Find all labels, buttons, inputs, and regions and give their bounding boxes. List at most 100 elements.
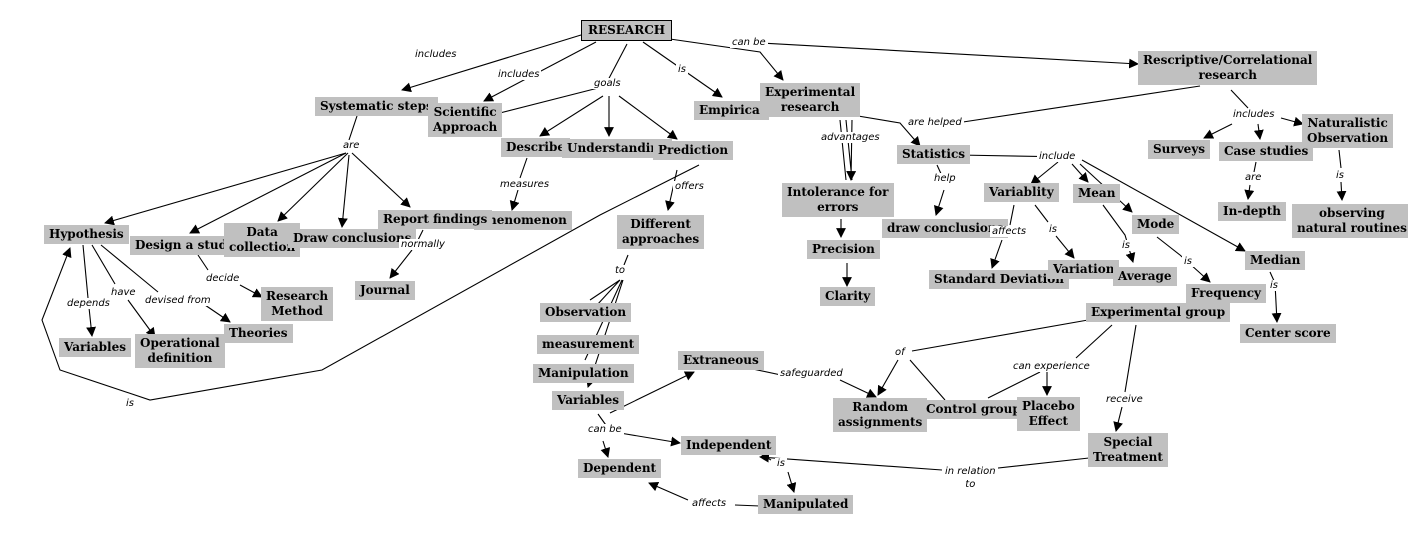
link-label-have: have xyxy=(109,287,138,298)
node-in-depth[interactable]: In-depth xyxy=(1218,202,1287,221)
node-placebo-effect[interactable]: Placebo Effect xyxy=(1017,397,1080,431)
edge-manipulated-dependent xyxy=(649,483,761,507)
link-label-are-cs: are xyxy=(1243,172,1264,183)
edge-variablity-std xyxy=(992,204,1015,268)
node-surveys[interactable]: Surveys xyxy=(1148,140,1211,159)
edge-are-report xyxy=(351,152,411,208)
link-label-depends: depends xyxy=(65,298,112,309)
node-understanding[interactable]: Understanding xyxy=(562,139,673,158)
link-label-are-helped: are helped xyxy=(906,117,964,128)
node-observation[interactable]: Observation xyxy=(540,303,632,322)
link-label-safeguarded: safeguarded xyxy=(778,368,845,379)
edge-research-goals xyxy=(605,43,628,85)
node-manipulation[interactable]: Manipulation xyxy=(533,364,634,383)
node-journal[interactable]: Journal xyxy=(355,281,415,300)
link-label-is-mode: is xyxy=(1182,256,1194,267)
edge-are-draw xyxy=(337,154,350,228)
link-label-is-median: is xyxy=(1268,280,1280,291)
node-case-studies[interactable]: Case studies xyxy=(1219,142,1314,161)
node-median[interactable]: Median xyxy=(1245,251,1306,270)
node-naturalistic[interactable]: Naturalistic Observation xyxy=(1302,114,1394,148)
link-label-decide: decide xyxy=(204,273,242,284)
link-label-is-nat: is xyxy=(1334,170,1346,181)
node-special-treatment[interactable]: Special Treatment xyxy=(1088,433,1168,467)
node-frequency[interactable]: Frequency xyxy=(1186,284,1267,303)
edge-research-descriptive xyxy=(759,42,1139,69)
edge-goals-scientific xyxy=(487,85,607,117)
node-intolerance[interactable]: Intolerance for errors xyxy=(782,183,894,217)
node-prediction[interactable]: Prediction xyxy=(653,141,734,160)
node-extraneous[interactable]: Extraneous xyxy=(678,351,764,370)
link-label-includes-2: includes xyxy=(496,69,542,80)
node-control-group[interactable]: Control group xyxy=(921,400,1026,419)
edge-experimental-statistics xyxy=(845,113,921,147)
edge-special-independent xyxy=(760,457,1090,471)
edge-prediction-approaches xyxy=(665,169,678,211)
node-standard-deviation[interactable]: Standard Deviation xyxy=(929,270,1069,289)
link-label-of: of xyxy=(893,347,907,358)
edge-systematic-are xyxy=(348,115,358,141)
node-center-score[interactable]: Center score xyxy=(1240,324,1336,343)
node-describe[interactable]: Describe xyxy=(501,138,571,157)
node-design-study[interactable]: Design a study xyxy=(130,236,239,255)
node-descriptive-research[interactable]: Rescriptive/Correlational research xyxy=(1138,51,1318,85)
node-variables-2[interactable]: Variables xyxy=(552,391,624,410)
link-label-is-var: is xyxy=(1047,224,1059,235)
node-variables-1[interactable]: Variables xyxy=(59,338,131,357)
node-scientific-approach[interactable]: Scientific Approach xyxy=(428,103,503,137)
node-experimental-research[interactable]: Experimental research xyxy=(760,83,861,117)
node-mean[interactable]: Mean xyxy=(1073,184,1121,203)
edge-case-indepth xyxy=(1248,161,1256,199)
link-label-receive: receive xyxy=(1104,394,1145,405)
edge-report-journal xyxy=(390,229,424,278)
node-draw-conclusions-1[interactable]: Draw conclusions xyxy=(288,229,417,248)
node-report-findings[interactable]: Report findings xyxy=(378,210,493,229)
edge-are-data xyxy=(277,152,349,222)
link-label-to: to xyxy=(613,265,628,276)
node-research[interactable]: RESEARCH xyxy=(581,20,673,41)
edge-experimental-intolerance xyxy=(839,119,852,180)
node-draw-conclusions-2[interactable]: draw conclusions xyxy=(882,219,1009,238)
link-label-is-mean: is xyxy=(1120,240,1132,251)
edge-research-systematic xyxy=(401,34,582,93)
edge-experimental-hypothesis xyxy=(41,164,700,401)
node-random-assignments[interactable]: Random assignments xyxy=(833,398,928,432)
node-variablity[interactable]: Variablity xyxy=(984,183,1059,202)
node-natural-routines[interactable]: observing natural routines xyxy=(1292,204,1408,238)
node-phenomenon[interactable]: Phenomenon xyxy=(474,211,572,230)
link-label-devised-from: devised from xyxy=(143,295,213,306)
edge-are-hypothesis xyxy=(104,152,347,226)
node-data-collection[interactable]: Data collection xyxy=(224,223,301,257)
link-label-normally: normally xyxy=(399,239,447,250)
node-experimental-group[interactable]: Experimental group xyxy=(1086,303,1231,322)
node-precision[interactable]: Precision xyxy=(807,240,880,259)
node-systematic-steps[interactable]: Systematic steps xyxy=(315,97,438,116)
node-clarity[interactable]: Clarity xyxy=(820,287,876,306)
node-variation[interactable]: Variation xyxy=(1048,260,1120,279)
link-label-include: include xyxy=(1037,151,1078,162)
edge-canexperience-control xyxy=(987,371,1041,399)
edge-include-variablity xyxy=(1030,161,1059,185)
edge-hyp-theories xyxy=(100,244,230,322)
edge-mode-frequency xyxy=(1156,236,1211,283)
node-operational-definition[interactable]: Operational definition xyxy=(135,334,225,368)
node-different-approaches[interactable]: Different approaches xyxy=(617,215,705,249)
node-research-method[interactable]: Research Method xyxy=(261,287,334,321)
node-mode[interactable]: Mode xyxy=(1132,215,1180,234)
node-hypothesis[interactable]: Hypothesis xyxy=(44,225,129,244)
link-label-is-empirical: is xyxy=(676,64,688,75)
node-dependent[interactable]: Dependent xyxy=(578,459,662,478)
edge-are-design xyxy=(189,152,347,234)
node-independent[interactable]: Independent xyxy=(681,436,777,455)
node-empirical[interactable]: Empirical xyxy=(694,101,770,120)
node-theories[interactable]: Theories xyxy=(224,324,293,343)
node-measurement[interactable]: measurement xyxy=(537,335,640,354)
node-manipulated[interactable]: Manipulated xyxy=(758,495,854,514)
node-average[interactable]: Average xyxy=(1113,267,1177,286)
link-label-affects-manip: affects xyxy=(690,498,729,509)
node-statistics[interactable]: Statistics xyxy=(897,145,971,164)
link-label-is-indep: is xyxy=(775,458,787,469)
edge-goals-describe xyxy=(539,95,604,137)
edge-research-experimental xyxy=(655,36,784,81)
link-label-help: help xyxy=(932,173,958,184)
